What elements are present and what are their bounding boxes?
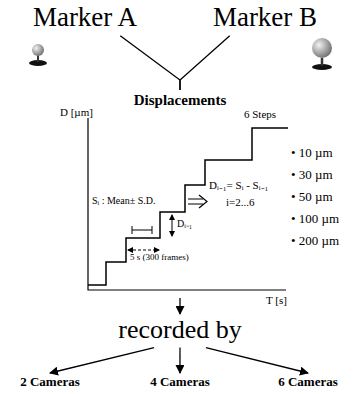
bullet-item: • 200 µm — [291, 234, 339, 248]
axis-label: D [µm] — [60, 106, 93, 118]
node-text: 4 Cameras — [150, 375, 210, 389]
node-text: Marker B — [213, 3, 317, 33]
connector — [50, 348, 154, 373]
connector — [179, 348, 180, 373]
bullet-item: • 10 µm — [291, 146, 333, 160]
node-text: Marker A — [33, 3, 137, 33]
marker-a-icon — [29, 44, 47, 66]
camera-label: 6 Cameras — [275, 374, 341, 390]
node-text: 6 Cameras — [278, 375, 338, 389]
connector — [180, 36, 230, 90]
staircase — [88, 128, 288, 285]
stage-label: Displacements — [131, 91, 230, 110]
graph-to-recorded-arrow — [179, 298, 180, 314]
duration-arrow — [128, 250, 159, 251]
graph-axes — [88, 118, 286, 290]
node-text: recorded by — [118, 316, 241, 345]
formula: Dᵢ₋₁= Sᵢ - Sᵢ₋₁ — [209, 179, 268, 191]
annotation: Dᵢ₋₁ — [177, 218, 192, 229]
stage-label: recorded by — [115, 315, 244, 346]
camera-label: 4 Cameras — [147, 374, 213, 390]
bullet-item: • 30 µm — [291, 168, 333, 182]
annotation: 5 s (300 frames) — [130, 253, 189, 263]
bullet-item: • 100 µm — [291, 212, 339, 226]
node-text: 2 Cameras — [20, 375, 80, 389]
marker-label: Marker A — [30, 2, 140, 34]
sd-bar — [132, 226, 152, 234]
step-height-arrow — [172, 215, 173, 236]
node-text: Displacements — [134, 92, 227, 109]
marker-label: Marker B — [210, 2, 320, 34]
camera-label: 2 Cameras — [17, 374, 83, 390]
annotation: Sᵢ : Mean± S.D. — [92, 195, 156, 206]
bullet-item: • 50 µm — [291, 190, 333, 204]
implies-arrow — [188, 195, 207, 208]
marker-b-icon — [312, 38, 332, 70]
formula: i=2...6 — [226, 196, 255, 208]
connector — [206, 348, 308, 373]
connector — [120, 36, 180, 90]
annotation: 6 Steps — [244, 108, 276, 120]
axis-label: T [s] — [266, 294, 287, 306]
